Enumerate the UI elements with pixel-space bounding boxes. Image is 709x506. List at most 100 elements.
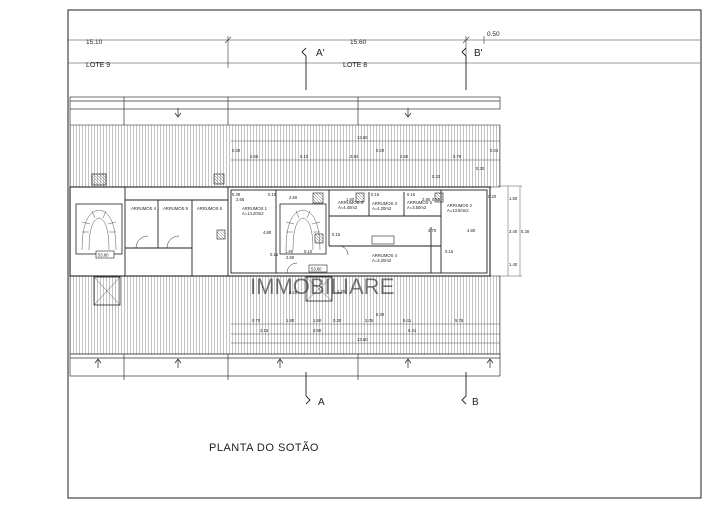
room-label-arrumos-6-left: ARRUMOS 6 <box>197 206 223 211</box>
duct-right-3 <box>434 192 444 203</box>
room-area-arrumos-2: A=13.50m2 <box>447 208 469 213</box>
roof-arrows-bottom <box>94 358 494 368</box>
lote-8-partitions <box>230 189 488 274</box>
section-label-a-prime: A' <box>316 48 325 59</box>
dim-row-b2-1: 3.90 <box>313 328 322 333</box>
dim-row-b1-6: 5.76 <box>455 318 464 323</box>
dim-misc-4: 0.15 <box>371 192 380 197</box>
section-label-b-prime: B' <box>474 48 483 59</box>
dim-row-top-4: 2.50 <box>400 154 409 159</box>
room-label-arrumos-2: ARRUMOS 2 <box>447 203 473 208</box>
top-dimension-lines <box>68 36 700 68</box>
room-label-arrumos-3b: ARRUMOS 3 <box>338 200 364 205</box>
dim-vert-3: 1.40 <box>509 262 518 267</box>
level-tag-right <box>308 264 328 273</box>
dim-15-60: 15.60 <box>350 39 367 46</box>
skylight-left <box>91 173 107 186</box>
room-area-arrumos-1: A=14.20m2 <box>242 211 264 216</box>
dim-vert-1: 3.40 <box>509 229 518 234</box>
dim-misc-8: 0.58 <box>432 197 441 202</box>
dim-row-b2-2: 5.41 <box>408 328 417 333</box>
dim-misc-14: 0.15 <box>332 232 341 237</box>
dim-edge-1: 0.04 <box>490 148 499 153</box>
dim-row-b1-5: 5.41 <box>403 318 412 323</box>
section-cut-top-a <box>301 47 467 90</box>
chimney-left <box>93 276 121 306</box>
dim-overall-bottom: 13.60 <box>357 337 368 342</box>
parapet-bottom <box>69 353 501 380</box>
room-label-arrumos-4-left: ARRUMOS 4 <box>131 206 157 211</box>
dim-row-top-1: 0.10 <box>300 154 309 159</box>
room-label-arrumos-3: ARRUMOS 3 <box>372 201 398 206</box>
duct-right-1 <box>314 233 324 244</box>
lote-8-label: LOTE 8 <box>343 62 367 69</box>
room-label-arrumos-5-left: ARRUMOS 5 <box>163 206 189 211</box>
dim-edge-0: 0.30 <box>232 148 241 153</box>
dim-row-b1-0: 0.70 <box>252 318 261 323</box>
dim-vert-2: 5.30 <box>521 229 530 234</box>
dim-misc-12: 6.30 <box>376 312 385 317</box>
dim-row-b1-3: 0.30 <box>333 318 342 323</box>
dim-misc-20: 4.80 <box>263 230 272 235</box>
watermark: IMMOBILIARE <box>250 274 394 299</box>
dim-row-b1-1: 1.90 <box>286 318 295 323</box>
dim-misc-0: 2.66 <box>236 197 245 202</box>
room-area-arrumos-3: A=4.20m2 <box>372 206 392 211</box>
level-tag-right-text: 53.60 <box>311 267 322 272</box>
section-label-b: B <box>472 397 479 408</box>
dim-misc-11: 0.33 <box>432 174 441 179</box>
chimney-left-cross <box>93 276 121 306</box>
room-area-arrumos-5: A=3.50m2 <box>407 205 427 210</box>
lote-9-partitions <box>124 187 229 276</box>
room-label-arrumos-4-right: ARRUMOS 4 <box>372 253 398 258</box>
dim-row-b2-0: 3.16 <box>260 328 269 333</box>
chimney-right <box>305 276 333 302</box>
duct-left-1 <box>213 173 225 185</box>
roof-arrows-top <box>174 108 412 118</box>
skylight-right <box>312 192 324 204</box>
duct-left-2 <box>216 229 226 240</box>
sheet-border <box>67 9 702 499</box>
dim-misc-23: 4.80 <box>467 228 476 233</box>
dim-misc-15: 0.20 <box>289 290 298 295</box>
dim-misc-16: 1.80 <box>285 249 294 254</box>
dim-0-50: 0.50 <box>487 31 500 38</box>
room-area-arrumos-4-right: A=3.20m2 <box>372 258 392 263</box>
lote-9-label: LOTE 9 <box>86 62 110 69</box>
dim-misc-13: 1.30 <box>337 289 346 294</box>
dim-overall-top: 13.60 <box>357 135 368 140</box>
roof-slope-top <box>69 124 501 188</box>
room-label-arrumos-1: ARRUMOS 1 <box>242 206 268 211</box>
dim-misc-18: 0.15 <box>270 252 279 257</box>
dimension-lines <box>231 140 522 344</box>
landing-box <box>371 235 395 245</box>
section-label-a: A <box>318 397 325 408</box>
dim-row-b1-2: 1.80 <box>313 318 322 323</box>
dim-misc-2: 0.16 <box>268 192 277 197</box>
dim-misc-3: 2.60 <box>289 195 298 200</box>
dim-misc-9: 0.15 <box>445 249 454 254</box>
dim-row-b1-4: 2.05 <box>365 318 374 323</box>
dim-misc-1: 0.38 <box>232 192 241 197</box>
chimney-right-cross <box>305 276 333 302</box>
dim-15-10: 15.10 <box>86 39 103 46</box>
dim-misc-6: 1.60 <box>346 197 355 202</box>
dim-row-top-2: 2.84 <box>350 154 359 159</box>
level-tag-left-text: 53.60 <box>98 253 109 258</box>
dim-row-top-5: 5.76 <box>453 154 462 159</box>
dim-misc-7: 2.85 <box>422 197 431 202</box>
dim-misc-19: 0.10 <box>304 249 313 254</box>
roof-slope-bottom <box>69 275 501 355</box>
duct-right-2 <box>355 192 365 203</box>
room-label-arrumos-5: ARRUMOS 5 <box>407 200 433 205</box>
dim-row-top-0: 2.66 <box>250 154 259 159</box>
room-area-arrumos-3b: A=4.40m2 <box>338 205 358 210</box>
dim-misc-17: 2.60 <box>286 255 295 260</box>
dim-misc-10: 0.20 <box>488 194 497 199</box>
parapet-top <box>69 96 501 125</box>
dim-row-top-3: 0.20 <box>376 148 385 153</box>
dim-misc-22: 3.70 <box>428 228 437 233</box>
stair-right <box>279 203 327 255</box>
dim-misc-21: 0.30 <box>476 166 485 171</box>
